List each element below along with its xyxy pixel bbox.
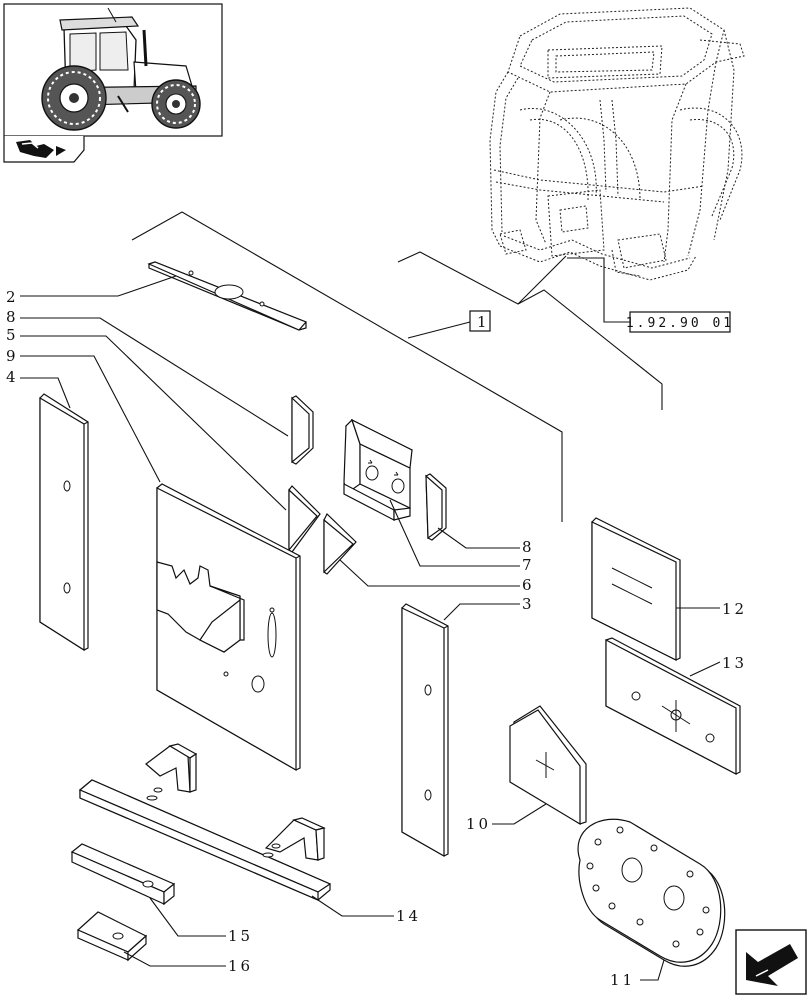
reference-code: 1.92.90 01 [626, 316, 734, 331]
tractor-thumbnail[interactable] [3, 3, 223, 163]
section-nav-arrow-icon[interactable] [16, 140, 66, 158]
next-page-arrow-icon [746, 944, 798, 986]
callout-4[interactable]: 4 [6, 368, 19, 386]
part-15-block [70, 843, 176, 906]
callout-15[interactable]: 15 [228, 927, 253, 945]
part-11-gasket [577, 818, 726, 967]
callout-7[interactable]: 7 [522, 556, 535, 574]
callout-8-upper[interactable]: 8 [6, 308, 19, 326]
callout-12[interactable]: 12 [722, 600, 747, 618]
part-12-plate [591, 517, 681, 661]
group-marker: 1 [477, 313, 490, 331]
part-14-bracket [78, 743, 332, 901]
part-2-plate [147, 261, 308, 331]
tractor-thumbnail-icon [41, 7, 201, 131]
part-7-bracket [343, 418, 414, 521]
callout-16[interactable]: 16 [228, 957, 253, 975]
callout-5[interactable]: 5 [6, 326, 19, 344]
part-6-wedge [323, 513, 357, 575]
reference-code-box[interactable]: 1.92.90 01 [626, 311, 734, 333]
part-5-wedge [288, 485, 321, 553]
part-8-spacer-right [425, 473, 447, 541]
callout-13[interactable]: 13 [722, 654, 747, 672]
next-page-button[interactable] [735, 929, 807, 995]
callout-9[interactable]: 9 [6, 347, 19, 365]
callout-2[interactable]: 2 [6, 288, 19, 306]
part-3-strip [401, 603, 449, 858]
callout-6[interactable]: 6 [522, 576, 535, 594]
group-marker-box[interactable]: 1 [469, 310, 491, 332]
callout-11[interactable]: 11 [610, 971, 635, 989]
callout-8-right[interactable]: 8 [522, 538, 535, 556]
part-16-block [76, 911, 148, 962]
part-8-spacer-upper [291, 395, 314, 465]
part-13-plate [605, 637, 741, 775]
part-10-plate [509, 705, 587, 826]
cab-frame-drawing [489, 7, 745, 281]
callout-3[interactable]: 3 [522, 595, 535, 613]
callout-10[interactable]: 10 [466, 815, 491, 833]
part-4-strip [39, 393, 89, 652]
part-9-panel [156, 483, 301, 772]
callout-14[interactable]: 14 [396, 907, 421, 925]
